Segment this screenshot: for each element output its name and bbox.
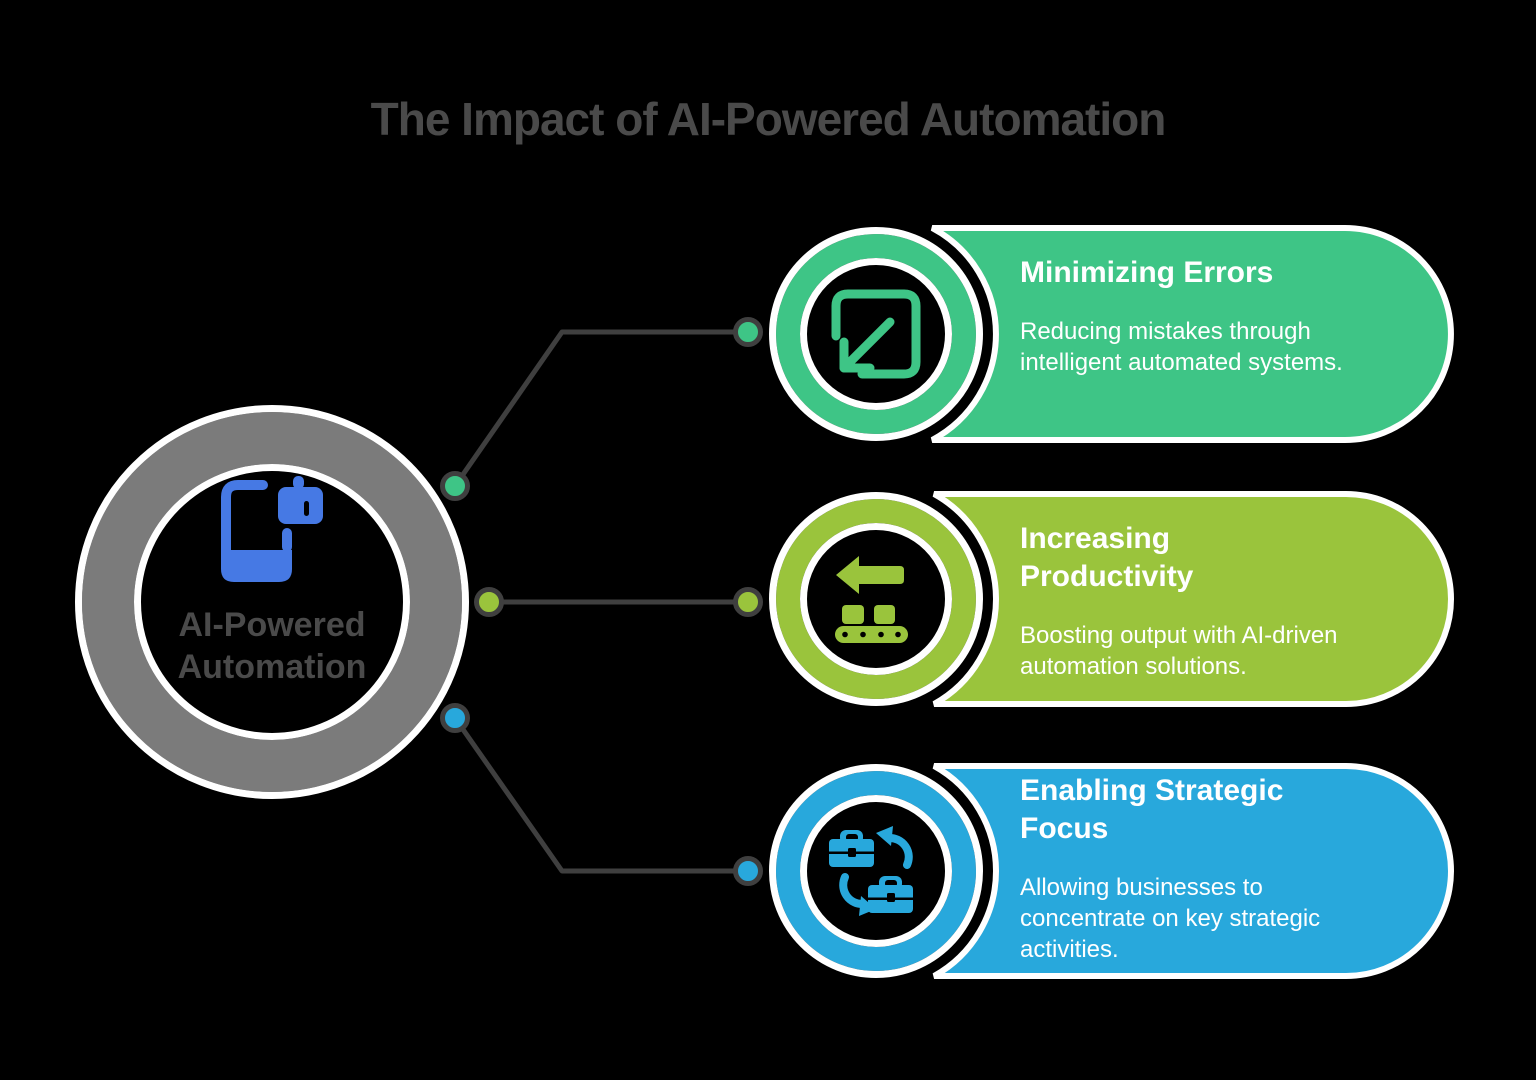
conveyor-belt — [835, 626, 908, 643]
card-badge-2 — [769, 492, 983, 706]
device-outline — [221, 480, 268, 559]
connector-dot-start-3 — [440, 703, 470, 733]
card-body-enabling-strategic-focus: Allowing businesses to concentrate on ke… — [1020, 874, 1321, 963]
belt-roller-2 — [860, 631, 866, 638]
device-base — [221, 550, 292, 582]
badge-ring-1 — [776, 234, 976, 434]
shrink-arrow-shaft — [839, 317, 895, 373]
belt-roller-4 — [895, 631, 901, 638]
center-ring-outer-edge — [75, 405, 469, 799]
connector-dot-end-1 — [733, 317, 763, 347]
card-heading-enabling-strategic-focus: Enabling Strategic Focus — [1020, 774, 1284, 845]
connector-dot-start-1 — [440, 471, 470, 501]
belt-roller-1 — [842, 631, 848, 638]
connector-dot-end-2 — [733, 587, 763, 617]
swap-arrow-bottom-head — [859, 896, 876, 916]
badge-outer-edge-1 — [769, 227, 983, 441]
badge-ring-2 — [776, 499, 976, 699]
badge-ring-3 — [776, 771, 976, 971]
card-body-increasing-productivity: Boosting output with AI-driven automatio… — [1020, 622, 1338, 680]
card-heading-minimizing-errors: Minimizing Errors — [1020, 256, 1274, 289]
device-module-slit — [304, 501, 309, 516]
card-body-minimizing-errors: Reducing mistakes through intelligent au… — [1020, 318, 1343, 376]
center-circle — [75, 405, 469, 799]
swap-arrow-bottom — [839, 873, 867, 908]
belt-roller-3 — [878, 631, 884, 638]
center-ring — [82, 412, 462, 792]
device-antenna — [293, 476, 304, 489]
badge-inner-edge-2 — [800, 523, 952, 675]
connector-3 — [440, 703, 763, 886]
card-badge-1 — [769, 227, 983, 441]
page-title: The Impact of AI-Powered Automation — [370, 93, 1167, 145]
connector-line-1 — [452, 329, 751, 489]
shrink-square — [831, 289, 921, 379]
card-badge-3 — [769, 764, 983, 978]
badge-inner-edge-1 — [800, 258, 952, 410]
conveyor-box-1 — [842, 605, 864, 624]
center-ring-inner-edge — [134, 464, 410, 740]
swap-arrow-top — [885, 834, 913, 869]
shrink-square-arrow-icon — [831, 289, 921, 379]
card-shape-increasing-productivity — [922, 491, 1454, 707]
badge-inner-edge-3 — [800, 795, 952, 947]
conveyor-box-2 — [874, 605, 895, 624]
connector-dot-start-2 — [474, 587, 504, 617]
briefcase-1-clasp — [848, 848, 856, 857]
badge-outer-edge-2 — [769, 492, 983, 706]
connector-2 — [474, 587, 763, 617]
conveyor-belt-icon — [835, 556, 908, 643]
device-module — [278, 487, 323, 524]
card-shape-minimizing-errors — [930, 225, 1454, 443]
conveyor-left-arrow — [836, 556, 904, 594]
shrink-arrow-head — [839, 337, 875, 373]
briefcase-2-clasp — [887, 893, 895, 902]
center-circle-label: AI-Powered Automation — [177, 606, 367, 686]
card-heading-increasing-productivity: Increasing Productivity — [1020, 522, 1194, 593]
connector-dot-end-3 — [733, 856, 763, 886]
badge-outer-edge-3 — [769, 764, 983, 978]
connector-line-3 — [452, 715, 751, 874]
connector-1 — [440, 317, 763, 501]
smart-device-icon — [221, 476, 323, 582]
card-shape-enabling-strategic-focus — [922, 763, 1454, 979]
briefcase-swap-icon — [829, 826, 913, 916]
swap-arrow-top-head — [876, 826, 893, 846]
